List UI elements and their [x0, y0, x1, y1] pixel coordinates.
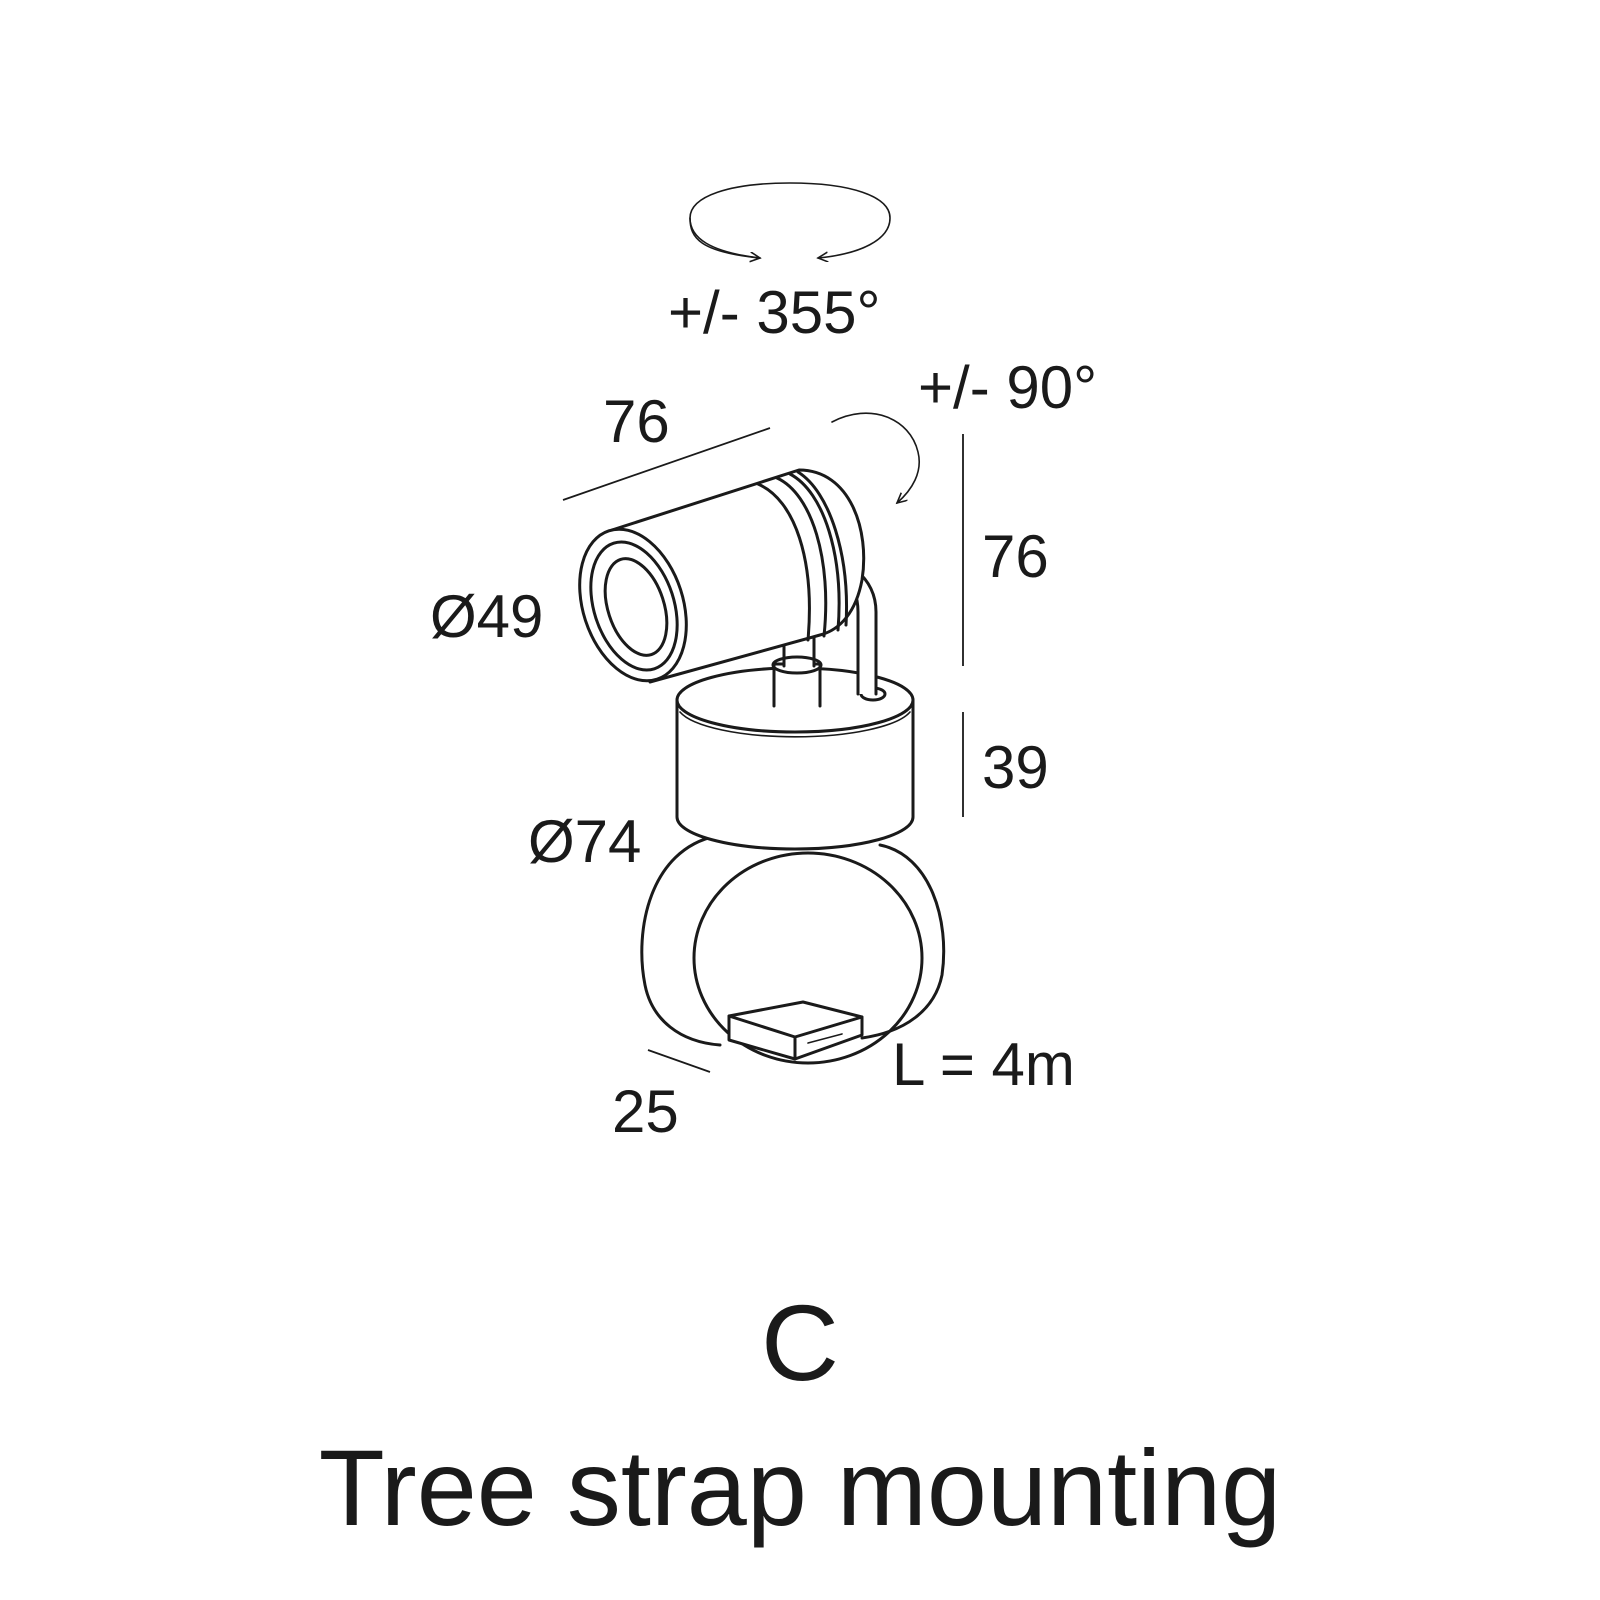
tree-strap: [640, 834, 946, 1065]
base-diameter-label: Ø74: [528, 808, 641, 875]
head-diameter-label: Ø49: [430, 583, 543, 650]
pan-rotation-arrow: [689, 182, 891, 258]
head-height-label: 76: [982, 523, 1049, 590]
strap-width-label: 25: [612, 1078, 679, 1145]
strap-width-dimension-line: [647, 1049, 711, 1073]
mounting-code: C: [761, 1282, 839, 1403]
head-length-label: 76: [603, 388, 670, 455]
dimension-lines: [562, 427, 964, 1073]
strap-length-label: L = 4m: [892, 1031, 1075, 1098]
mounting-title: Tree strap mounting: [319, 1427, 1281, 1548]
spotlight-head: [578, 468, 866, 684]
base-height-label: 39: [982, 734, 1049, 801]
tilt-rotation-label: +/- 90°: [918, 354, 1097, 421]
head-length-dimension-line: [562, 427, 771, 501]
strap-buckle: [727, 1000, 864, 1061]
pan-rotation-label: +/- 355°: [668, 279, 880, 346]
tilt-rotation-arrow: [831, 412, 920, 503]
